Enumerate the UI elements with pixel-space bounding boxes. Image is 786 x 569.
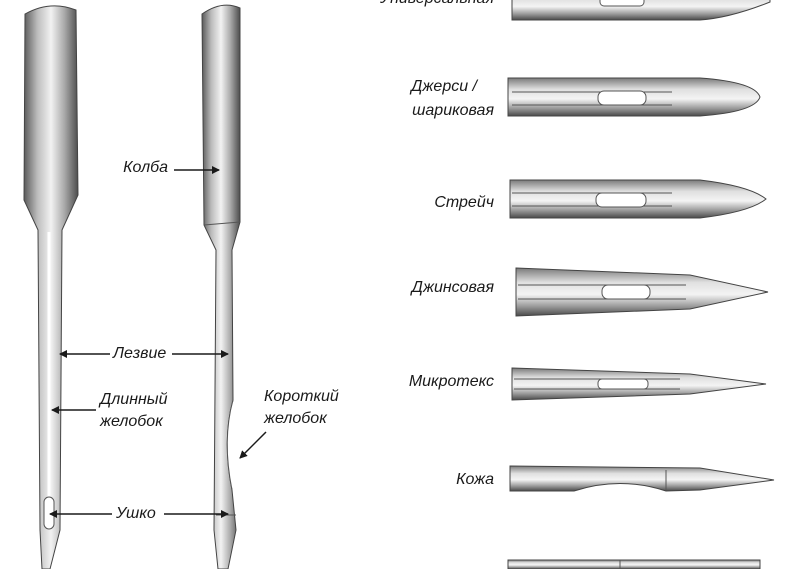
label-shank: Колба bbox=[123, 159, 168, 176]
needle-front-view bbox=[23, 5, 79, 569]
needle-tip-stretch bbox=[509, 179, 767, 219]
needle-tip-slim bbox=[511, 367, 767, 401]
label-short-groove-line1: Короткий bbox=[264, 388, 339, 405]
needle-tip-sharp bbox=[515, 267, 769, 317]
label-leather: Кожа bbox=[456, 471, 494, 488]
label-denim: Джинсовая bbox=[411, 279, 494, 296]
pointer-lines bbox=[49, 166, 267, 518]
label-blade: Лезвие bbox=[113, 345, 167, 362]
needle-tip-universal bbox=[511, 0, 771, 21]
label-jersey-line2: шариковая bbox=[412, 102, 494, 119]
needle-tip-partial bbox=[507, 559, 761, 569]
label-jersey-line1: Джерси / bbox=[411, 78, 477, 95]
eye-opening bbox=[43, 496, 55, 530]
label-long-groove-line1: Длинный bbox=[100, 391, 168, 408]
short-groove bbox=[226, 399, 234, 491]
label-long-groove-line2: желобок bbox=[100, 413, 163, 430]
needle-tip-wedge bbox=[509, 465, 775, 492]
short-groove-pointer bbox=[239, 431, 267, 459]
needle-side-view bbox=[201, 4, 241, 569]
label-microtex: Микротекс bbox=[408, 373, 494, 390]
label-eye: Ушко bbox=[116, 505, 156, 522]
needle-tip-ball bbox=[507, 77, 761, 117]
label-universal: Универсальная bbox=[300, 0, 494, 9]
label-short-groove-line2: желобок bbox=[264, 410, 327, 427]
label-stretch: Стрейч bbox=[434, 194, 494, 211]
